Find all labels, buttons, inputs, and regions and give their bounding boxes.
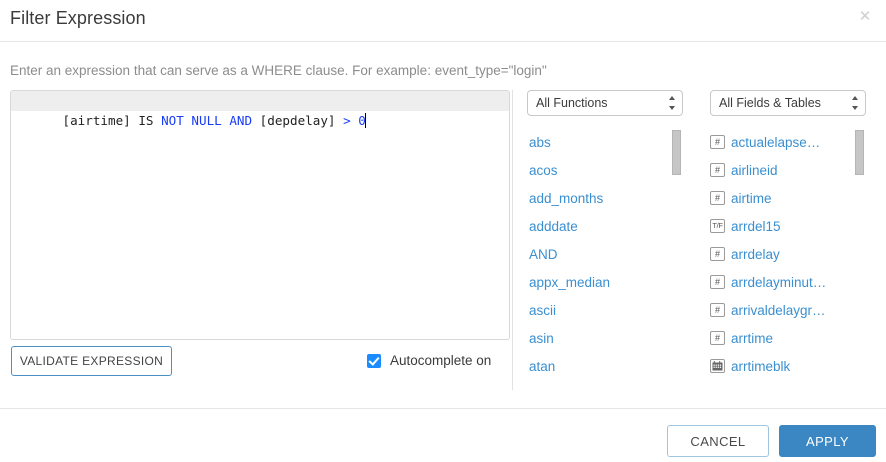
true-false-icon: T/F	[710, 219, 725, 233]
fields-list-scrollbar[interactable]	[855, 130, 864, 175]
list-item[interactable]: arrtimeblk	[710, 352, 866, 373]
list-item[interactable]: # arrtime	[710, 324, 866, 352]
fields-list[interactable]: # actualelapse… # airlineid # airtime T/…	[710, 128, 866, 373]
functions-filter-dropdown[interactable]: All Functions	[527, 90, 683, 116]
fields-dropdown-value: All Fields & Tables	[719, 96, 821, 110]
token-plain-2: [depdelay]	[252, 113, 344, 128]
hash-icon: #	[710, 303, 725, 317]
list-item[interactable]: # arrdelay	[710, 240, 866, 268]
field-label: arrtime	[731, 330, 774, 346]
list-item[interactable]: asin	[529, 330, 554, 346]
close-icon[interactable]: ✕	[858, 8, 872, 25]
list-item[interactable]: # arrdelayminut…	[710, 268, 866, 296]
field-label: arrdelayminut…	[731, 274, 827, 290]
dialog-header: Filter Expression ✕	[0, 0, 886, 42]
list-item[interactable]: T/F arrdel15	[710, 212, 866, 240]
hash-icon: #	[710, 247, 725, 261]
editor-active-line	[11, 91, 509, 111]
hash-icon: #	[710, 135, 725, 149]
list-item[interactable]: # actualelapse…	[710, 128, 866, 156]
field-label: airtime	[731, 190, 772, 206]
panel-divider	[512, 90, 513, 390]
list-item[interactable]: # airtime	[710, 184, 866, 212]
field-label: actualelapse…	[731, 134, 821, 150]
functions-list[interactable]: abs acos add_months adddate AND appx_med…	[527, 128, 683, 373]
field-label: arrivaldelaygr…	[731, 302, 826, 318]
field-label: arrtimeblk	[731, 358, 791, 374]
hash-icon: #	[710, 163, 725, 177]
expression-editor[interactable]: [airtime] IS NOT NULL AND [depdelay] > 0	[10, 90, 510, 340]
list-item[interactable]: ascii	[529, 302, 557, 318]
list-item[interactable]: add_months	[529, 190, 604, 206]
list-item[interactable]: atan	[529, 358, 556, 374]
validate-expression-button[interactable]: VALIDATE EXPRESSION	[11, 346, 172, 376]
functions-dropdown-value: All Functions	[536, 96, 608, 110]
dialog-title: Filter Expression	[10, 8, 146, 28]
autocomplete-label: Autocomplete on	[390, 353, 492, 368]
list-item[interactable]: acos	[529, 162, 558, 178]
list-item[interactable]: AND	[529, 246, 558, 262]
token-number: 0	[358, 113, 366, 128]
dialog-footer: CANCEL APPLY	[0, 408, 886, 462]
token-operator: >	[343, 113, 351, 128]
functions-panel: All Functions abs acos add_months adddat…	[527, 90, 683, 373]
calendar-icon	[710, 359, 725, 373]
cancel-button[interactable]: CANCEL	[667, 425, 769, 457]
hash-icon: #	[710, 275, 725, 289]
autocomplete-row[interactable]: Autocomplete on	[367, 353, 491, 368]
field-label: arrdelay	[731, 246, 780, 262]
list-item[interactable]: appx_median	[529, 274, 611, 290]
token-plain-1: [airtime] IS	[62, 113, 162, 128]
chevron-updown-icon	[668, 96, 675, 110]
hash-icon: #	[710, 331, 725, 345]
fields-tables-panel: All Fields & Tables # actualelapse… # ai…	[710, 90, 866, 373]
list-item[interactable]: adddate	[529, 218, 578, 234]
token-keyword: NOT NULL AND	[161, 113, 253, 128]
list-item[interactable]: abs	[529, 134, 551, 150]
apply-button[interactable]: APPLY	[779, 425, 876, 457]
fields-filter-dropdown[interactable]: All Fields & Tables	[710, 90, 866, 116]
field-label: arrdel15	[731, 218, 781, 234]
autocomplete-checkbox[interactable]	[367, 353, 381, 368]
expression-hint: Enter an expression that can serve as a …	[10, 63, 547, 78]
field-label: airlineid	[731, 162, 778, 178]
chevron-updown-icon	[851, 96, 858, 110]
functions-list-scrollbar[interactable]	[672, 130, 681, 175]
list-item[interactable]: # arrivaldelaygr…	[710, 296, 866, 324]
hash-icon: #	[710, 191, 725, 205]
text-caret	[364, 113, 366, 128]
list-item[interactable]: # airlineid	[710, 156, 866, 184]
editor-code-line: [airtime] IS NOT NULL AND [depdelay] > 0	[17, 92, 366, 128]
